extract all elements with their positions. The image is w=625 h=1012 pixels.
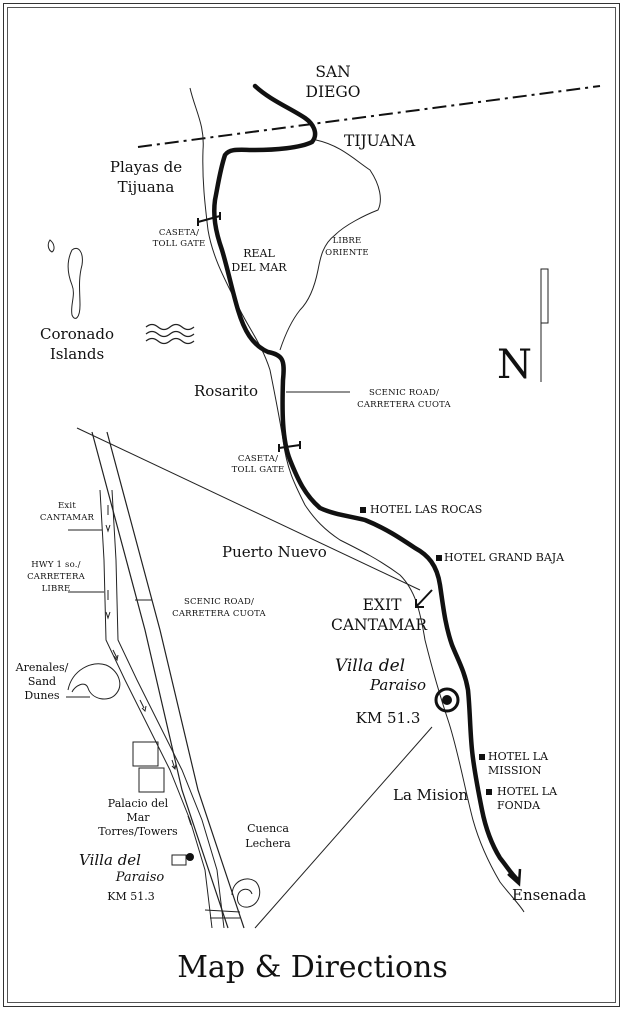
toll-gate-1 <box>197 212 221 226</box>
inset-hwy-right <box>111 489 225 929</box>
inner-frame <box>7 7 616 1003</box>
tijuana-area-outline <box>279 139 381 351</box>
inset-hwy-arrows <box>105 505 192 826</box>
inset-label-sand: Sand <box>27 675 57 688</box>
north-arrow-bar <box>540 268 549 324</box>
coronado-island-small <box>47 239 55 253</box>
waves-icon <box>145 323 195 345</box>
label-hotel-la-mission-1: HOTEL LA <box>488 750 549 763</box>
label-oriente: ORIENTE <box>325 248 369 258</box>
inset-label-scenic-a: SCENIC ROAD/ <box>183 597 255 607</box>
inset-villa-logo-line-2: Paraiso <box>115 870 165 885</box>
label-la-mision: La Mision <box>393 786 469 804</box>
inset-connector-bottom <box>254 726 433 929</box>
label-del-mar: DEL MAR <box>231 261 287 274</box>
main-route <box>212 83 521 883</box>
label-km-51-3: KM 51.3 <box>355 709 421 727</box>
inset-label-km-51-3: KM 51.3 <box>107 890 155 903</box>
coastline <box>189 87 525 913</box>
label-caseta-2a: CASETA/ <box>237 454 279 464</box>
villa-marker-inner <box>442 695 452 705</box>
inset-label-mar: Mar <box>126 811 150 824</box>
label-cantamar: CANTAMAR <box>330 616 428 634</box>
label-real: REAL <box>243 247 275 260</box>
inset-building-1 <box>132 741 159 767</box>
label-libre: LIBRE <box>332 236 362 246</box>
inset-interchange <box>204 878 261 919</box>
inset-label-hwy-3: LIBRE <box>41 584 71 594</box>
villa-marker-outer <box>434 687 460 713</box>
inset-label-dunes: Dunes <box>24 689 60 702</box>
exit-arrow-icon <box>415 589 433 608</box>
outer-frame <box>3 3 620 1007</box>
inset-building-2 <box>138 767 165 793</box>
label-hotel-las-rocas: HOTEL LAS ROCAS <box>370 503 483 516</box>
border-line <box>137 85 601 148</box>
inset-label-lechera: Lechera <box>245 837 291 850</box>
label-playas-1: Playas de <box>109 158 183 176</box>
inset-sand-dunes <box>67 663 121 700</box>
label-caseta-2b: TOLL GATE <box>231 465 285 475</box>
inset-hwy-left <box>99 489 213 929</box>
page-title: Map & Directions <box>177 950 448 985</box>
label-hotel-grand-baja: HOTEL GRAND BAJA <box>444 551 565 564</box>
inset-scenic-road-right <box>106 431 245 929</box>
label-ensenada: Ensenada <box>512 886 587 904</box>
inset-scenic-road-left <box>91 431 229 929</box>
inset-label-exit: Exit <box>58 501 76 511</box>
inset-label-arenales: Arenales/ <box>15 661 69 674</box>
north-indicator: N <box>497 342 532 388</box>
label-caseta-1a: CASETA/ <box>158 228 200 238</box>
label-diego: DIEGO <box>305 83 361 101</box>
inset-connector-top <box>76 427 421 591</box>
hotel-la-mission-marker <box>479 754 485 760</box>
label-playas-2: Tijuana <box>117 178 175 196</box>
villa-logo-line-1: Villa del <box>334 656 406 676</box>
inset-label-hwy-1: HWY 1 so./ <box>31 560 81 570</box>
label-puerto-nuevo: Puerto Nuevo <box>222 543 327 561</box>
label-hotel-la-fonda-2: FONDA <box>497 799 541 812</box>
inset-leader-lines <box>66 529 152 698</box>
inset-villa-marker <box>186 853 194 861</box>
label-scenic-1b: CARRETERA CUOTA <box>357 400 451 410</box>
hotel-la-fonda-marker <box>486 789 492 795</box>
label-islands: Islands <box>49 345 105 363</box>
label-scenic-1a: SCENIC ROAD/ <box>368 388 440 398</box>
inset-label-scenic-b: CARRETERA CUOTA <box>172 609 266 619</box>
hotel-grand-baja-marker <box>436 555 442 561</box>
inset-villa-logo-line-1: Villa del <box>79 851 141 869</box>
inset-label-palacio: Palacio del <box>107 797 169 810</box>
coronado-island-large <box>67 247 83 319</box>
inset-label-hwy-2: CARRETERA <box>27 572 85 582</box>
inset-label-towers: Torres/Towers <box>98 825 178 838</box>
label-tijuana: TIJUANA <box>344 132 416 150</box>
inset-villa-building <box>171 854 187 866</box>
inset-label-cuenca: Cuenca <box>247 822 289 835</box>
label-rosarito: Rosarito <box>194 382 258 400</box>
hotel-las-rocas-marker <box>360 507 366 513</box>
label-exit: EXIT <box>362 596 402 614</box>
label-hotel-la-mission-2: MISSION <box>488 764 542 777</box>
route-arrowhead <box>507 868 522 887</box>
inset-label-cantamar: CANTAMAR <box>39 513 95 523</box>
toll-gate-2 <box>278 441 301 452</box>
label-hotel-la-fonda-1: HOTEL LA <box>497 785 558 798</box>
label-san: SAN <box>315 63 351 81</box>
label-caseta-1b: TOLL GATE <box>152 239 206 249</box>
villa-logo-line-2: Paraiso <box>369 676 427 694</box>
label-coronado: Coronado <box>40 325 114 343</box>
